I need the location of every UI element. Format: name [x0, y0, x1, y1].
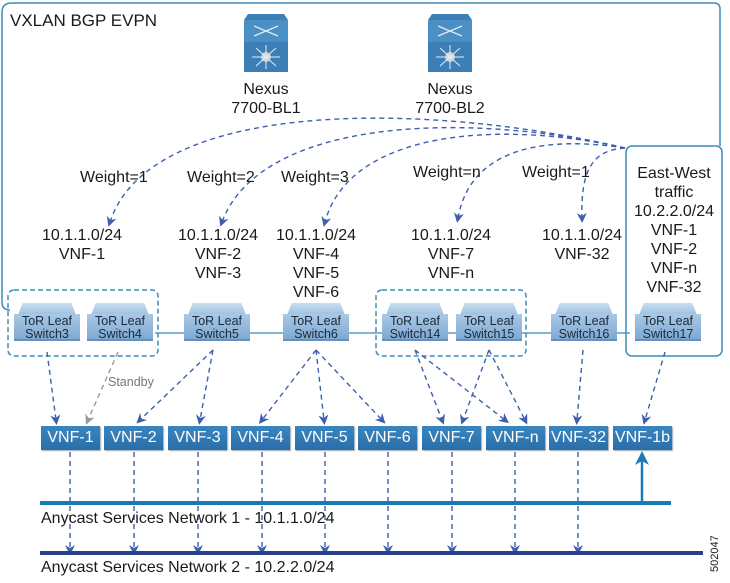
- switch-icon: [91, 303, 149, 315]
- switch-icon: [460, 303, 518, 315]
- prefix-group: 10.1.1.0/24 VNF-7 VNF-n: [410, 227, 492, 282]
- weight-arrow-32: [576, 147, 626, 223]
- prefix-group: 10.1.1.0/24 VNF-2 VNF-3: [177, 227, 259, 282]
- border-leaf-2-label: Nexus 7700-BL2: [415, 81, 485, 117]
- network-1-label: Anycast Services Network 1 - 10.1.1.0/24: [41, 510, 335, 527]
- vnf-box[interactable]: VNF-3: [168, 426, 227, 450]
- weight-arrow-1: [106, 117, 626, 227]
- weight-label: Weight=n: [413, 164, 481, 181]
- evpn-fabric-frame: [1, 2, 721, 311]
- switch-icon: [188, 303, 246, 315]
- prefix-group: 10.1.1.0/24 VNF-32: [541, 227, 623, 263]
- weight-label: Weight=1: [522, 164, 590, 181]
- vnf-box[interactable]: VNF-1: [41, 426, 100, 450]
- vnf-box[interactable]: VNF-4: [231, 426, 290, 450]
- vnf-box[interactable]: VNF-1b: [613, 426, 672, 450]
- diagram-title: VXLAN BGP EVPN: [10, 11, 158, 30]
- weight-label: Weight=1: [80, 169, 148, 186]
- switch-icon: [555, 303, 613, 315]
- weight-label: Weight=3: [281, 169, 349, 186]
- east-west-label: East-West traffic 10.2.2.0/24 VNF-1 VNF-…: [633, 165, 715, 296]
- border-leaf-1-label: Nexus 7700-BL1: [231, 81, 301, 117]
- vnf-box[interactable]: VNF-7: [422, 426, 481, 450]
- weight-arrow-n: [453, 143, 626, 223]
- vnf-box[interactable]: VNF-5: [295, 426, 354, 450]
- switch-icon: [287, 303, 345, 315]
- network-2-label: Anycast Services Network 2 - 10.2.2.0/24: [41, 559, 335, 576]
- vnf-box[interactable]: VNF-n: [486, 426, 545, 450]
- weight-label: Weight=2: [187, 169, 255, 186]
- switch-icon: [386, 303, 444, 315]
- weight-arrow-3: [321, 133, 626, 227]
- prefix-group: 10.1.1.0/24 VNF-4 VNF-5 VNF-6: [275, 227, 357, 301]
- prefix-group: 10.1.1.0/24 VNF-1: [41, 227, 123, 263]
- vpc-group-3-4: [7, 289, 159, 357]
- standby-arrow: [85, 351, 119, 425]
- standby-label: Standby: [108, 375, 154, 389]
- vpc-group-14-15: [375, 289, 527, 357]
- vnf-box[interactable]: VNF-6: [358, 426, 417, 450]
- nexus-bl1-icon: [244, 14, 288, 72]
- switch-icon: [18, 303, 76, 315]
- vnf-box[interactable]: VNF-32: [549, 426, 608, 450]
- figure-id: 502047: [709, 535, 721, 572]
- nexus-bl2-icon: [428, 14, 472, 72]
- switch-icon: [639, 303, 697, 315]
- vnf-box[interactable]: VNF-2: [104, 426, 163, 450]
